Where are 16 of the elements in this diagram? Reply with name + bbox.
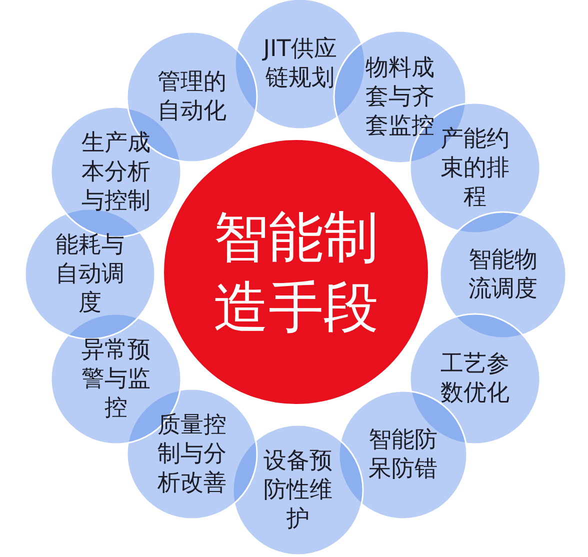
topic-label: 产能约束的排程 (440, 124, 510, 212)
topic-label: 能耗与自动调度 (54, 230, 126, 318)
hub-circle (162, 138, 430, 406)
topic-label: 智能防呆防错 (368, 426, 438, 484)
topic-label: 工艺参数优化 (440, 350, 510, 408)
topic-label: 管理的自动化 (156, 68, 228, 126)
topic-label: 质量控制与分析改善 (156, 410, 228, 498)
topic-label: 异常预警与监控 (80, 336, 152, 422)
hub-title: 智能制造手段 (212, 204, 380, 341)
topic-label: 生产成本分析与控制 (80, 128, 152, 216)
topic-circle (126, 388, 258, 520)
topic-label: 智能物流调度 (468, 246, 538, 304)
topic-label: 物料成套与齐套监控 (364, 54, 436, 140)
topic-label: JIT供应链规划 (261, 35, 338, 93)
topic-label: 设备预防性维护 (262, 446, 334, 534)
topic-circle (232, 424, 364, 556)
